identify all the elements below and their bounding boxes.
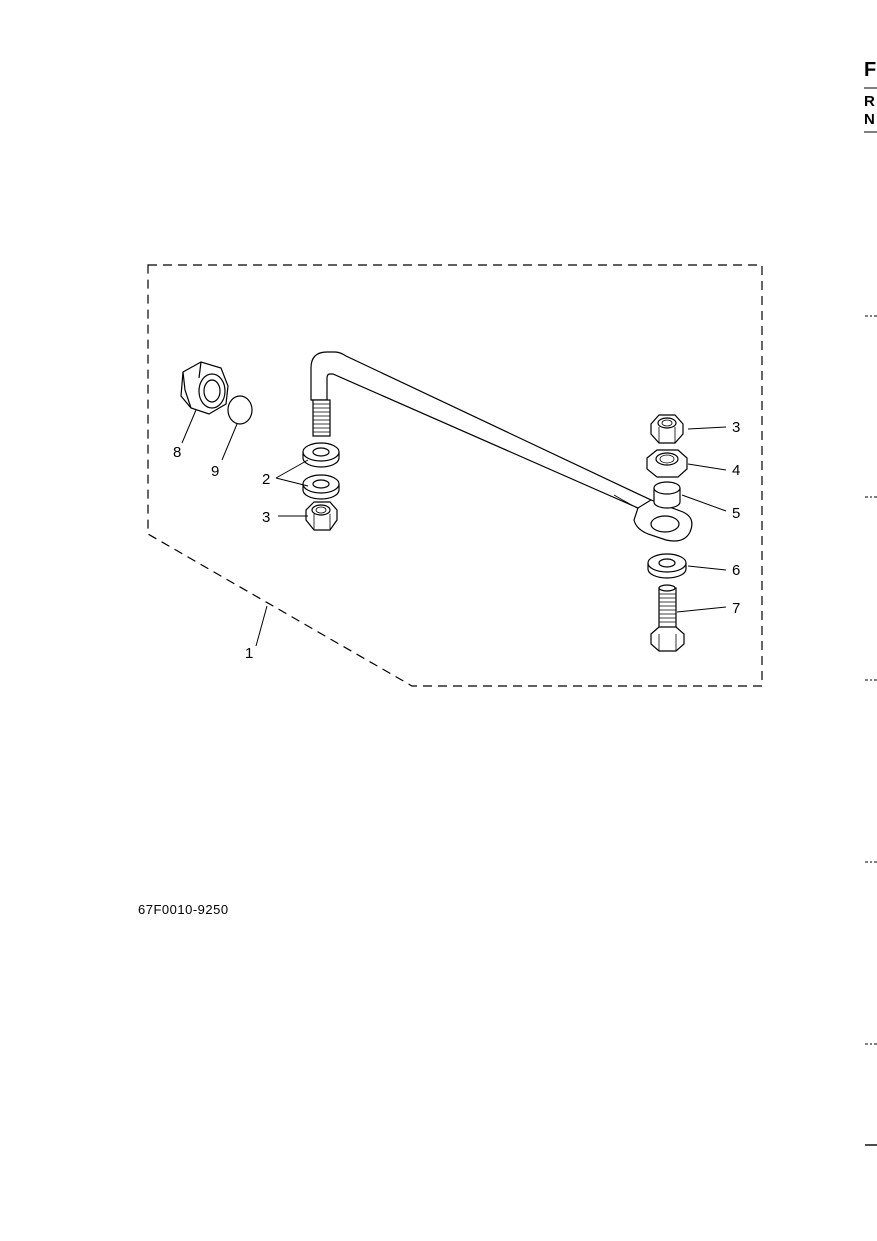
callout-8: 8	[173, 444, 181, 461]
callout-3-left: 3	[262, 509, 270, 526]
callout-5: 5	[732, 505, 740, 522]
edge-letter-f: F	[864, 59, 876, 81]
callout-3-right: 3	[732, 419, 740, 436]
callout-1: 1	[245, 645, 253, 662]
callout-9: 9	[211, 463, 219, 480]
nut-part-4	[646, 449, 688, 478]
bolt-part-7	[650, 584, 685, 652]
washer-part-2-upper	[302, 442, 340, 468]
leader-lines	[181, 409, 727, 647]
lock-nut-part-3-right	[650, 414, 684, 444]
tie-rod	[310, 351, 693, 542]
edge-letter-n: N	[864, 111, 875, 128]
o-ring-part-9	[227, 395, 253, 425]
lock-nut-part-3-left	[305, 501, 338, 531]
threaded-stud	[312, 399, 331, 437]
diagram-part-number: 67F0010-9250	[138, 902, 229, 917]
washer-part-6	[647, 553, 687, 579]
edge-letter-r: R	[864, 93, 875, 110]
callout-6: 6	[732, 562, 740, 579]
washer-part-2-lower	[302, 474, 340, 500]
kit-boundary	[147, 264, 763, 687]
fitting-nut-part-8	[180, 361, 229, 415]
edge-tick-marks	[865, 315, 877, 1146]
callout-4: 4	[732, 462, 740, 479]
collar-part-5	[653, 481, 681, 509]
callout-7: 7	[732, 600, 740, 617]
callout-2: 2	[262, 471, 270, 488]
